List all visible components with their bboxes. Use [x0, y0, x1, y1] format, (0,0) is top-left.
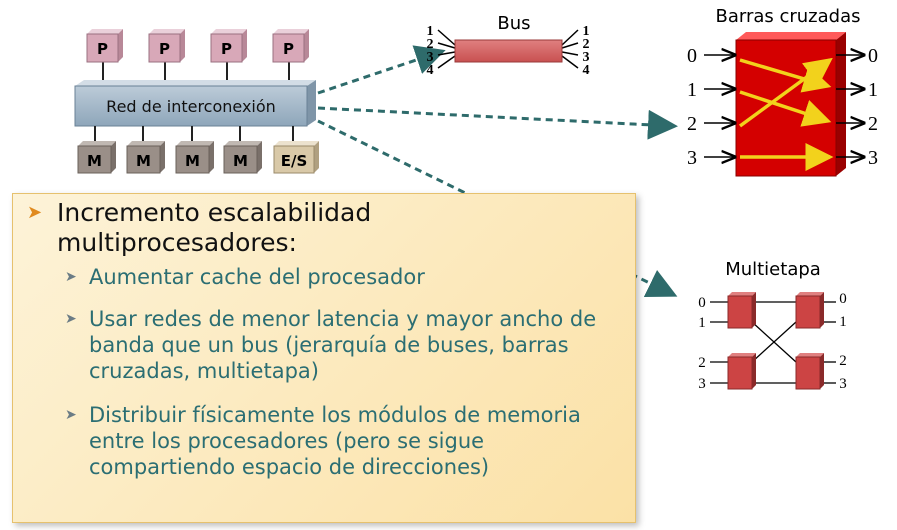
crossbar-output-label: 1	[868, 79, 878, 101]
module-label: M	[87, 152, 102, 170]
bus-port-right: 3	[583, 50, 590, 65]
multistage-title: Multietapa	[725, 259, 821, 280]
processor-label: P	[221, 40, 232, 58]
main-bullet-text: Incremento escalabilidad multiprocesador…	[57, 198, 372, 257]
io-module: E/S	[273, 141, 319, 174]
processor-label: P	[97, 40, 108, 58]
processor-box-3: P	[210, 29, 247, 63]
bus-port-right: 2	[583, 37, 590, 52]
system-block: P P P P Red de interconexión	[74, 29, 319, 174]
multistage-output-label: 0	[839, 291, 847, 307]
multistage-output-label: 1	[839, 314, 847, 330]
crossbar-diagram: Barras cruzadas 0 1 2 3 0 1 2 3	[687, 6, 878, 177]
arrow-to-bus	[317, 45, 446, 95]
module-label: M	[185, 152, 200, 170]
bus-port-left: 3	[427, 50, 434, 65]
bus-port-left: 1	[427, 24, 434, 39]
bus-port-left: 2	[427, 37, 434, 52]
memory-module-1: M	[77, 141, 116, 174]
network-label: Red de interconexión	[106, 97, 276, 116]
bullet-textbox: ➤ Incremento escalabilidad multiprocesad…	[12, 193, 636, 523]
bus-diagram: Bus 1 2 3 4 1 2 3 4	[427, 13, 590, 78]
module-label: M	[233, 152, 248, 170]
sub-bullet-arrow-icon: ➤	[65, 407, 77, 423]
bus-port-left: 4	[427, 63, 434, 78]
sub-bullet-text: Aumentar cache del procesador	[89, 265, 425, 289]
processor-box-2: P	[148, 29, 185, 63]
processor-label: P	[283, 40, 294, 58]
crossbar-title: Barras cruzadas	[715, 6, 860, 27]
multistage-input-label: 1	[698, 315, 706, 331]
switch-box	[795, 292, 824, 329]
processor-label: P	[159, 40, 170, 58]
memory-module-3: M	[175, 141, 214, 174]
switch-box	[727, 292, 756, 329]
crossbar-input-label: 3	[687, 147, 697, 169]
module-label: M	[136, 152, 151, 170]
bus-port-right: 1	[583, 24, 590, 39]
crossbar-input-label: 1	[687, 79, 697, 101]
multistage-output-label: 2	[839, 353, 847, 369]
sub-bullet-text: Distribuir físicamente los módulos de me…	[89, 403, 581, 479]
processor-box-4: P	[272, 29, 309, 63]
crossbar-output-label: 2	[868, 113, 878, 135]
bullet-arrow-icon: ➤	[27, 202, 43, 223]
crossbar-input-label: 0	[687, 45, 697, 67]
multistage-input-label: 2	[698, 355, 706, 371]
sub-bullet-arrow-icon: ➤	[65, 311, 77, 327]
sub-bullet-arrow-icon: ➤	[65, 269, 77, 285]
switch-box	[795, 353, 824, 390]
module-label: E/S	[281, 152, 308, 170]
sub-bullet-text: Usar redes de menor latencia y mayor anc…	[89, 307, 597, 383]
interconnect-network-box: Red de interconexión	[74, 80, 316, 127]
multistage-output-label: 3	[839, 376, 847, 392]
processor-box-1: P	[86, 29, 123, 63]
arrow-to-crossbar	[317, 106, 678, 140]
memory-module-2: M	[126, 141, 165, 174]
multistage-input-label: 0	[698, 295, 706, 311]
crossbar-output-label: 3	[868, 147, 878, 169]
memory-module-4: M	[223, 141, 262, 174]
bus-port-right: 4	[583, 63, 590, 78]
switch-box	[727, 353, 756, 390]
bus-title: Bus	[497, 13, 530, 34]
multistage-diagram: Multietapa	[698, 259, 847, 392]
multistage-input-label: 3	[698, 376, 706, 392]
crossbar-output-label: 0	[868, 45, 878, 67]
crossbar-input-label: 2	[687, 113, 697, 135]
bus-bar	[454, 39, 563, 63]
